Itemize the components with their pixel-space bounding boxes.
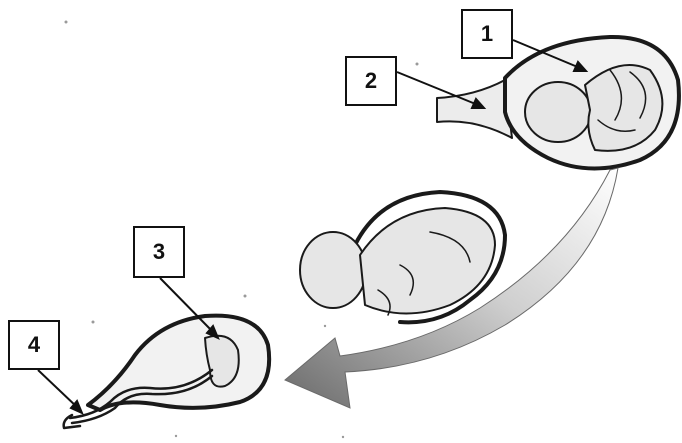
- stage-baby-emerging: [300, 192, 505, 322]
- label-box-3: 3: [133, 226, 185, 278]
- baby-head: [300, 232, 366, 308]
- label-box-2: 2: [345, 56, 397, 106]
- stage-placenta-delivery: [64, 316, 269, 428]
- fetus-head: [525, 82, 591, 142]
- leader-line-4: [38, 370, 78, 408]
- label-box-4: 4: [8, 320, 60, 370]
- label-box-1: 1: [461, 9, 513, 59]
